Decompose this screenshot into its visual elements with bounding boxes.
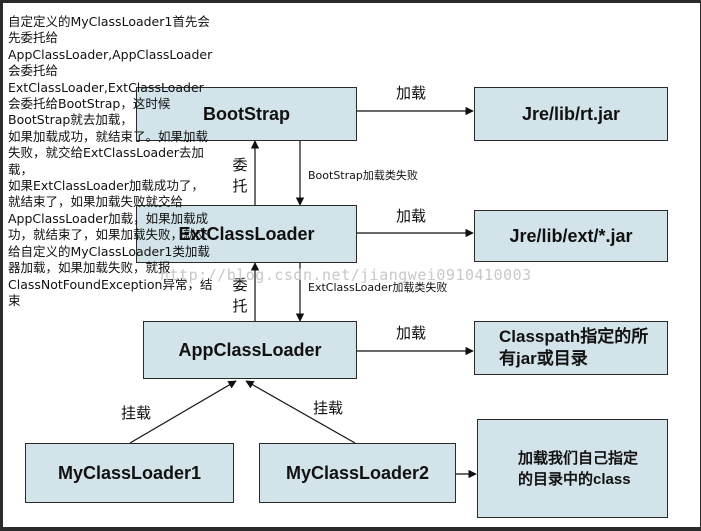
my-classloader2-box: MyClassLoader2 — [259, 443, 456, 503]
classpath-box: Classpath指定的所有jar或目录 — [474, 321, 668, 375]
my-classloader1-box: MyClassLoader1 — [25, 443, 234, 503]
load-label-1: 加载 — [396, 84, 427, 102]
mount-label-1: 挂载 — [121, 404, 152, 422]
frame-top-border — [0, 0, 701, 3]
delegate-label-2: 委托 — [232, 276, 248, 315]
mount-arrow-my2 — [245, 380, 356, 444]
rt-jar-box: Jre/lib/rt.jar — [474, 87, 668, 141]
fail-label-2: ExtClassLoader加载类失败 — [308, 281, 448, 294]
ext-classloader-box: ExtClassLoader — [136, 205, 357, 263]
mount-label-2: 挂载 — [313, 399, 344, 417]
ext-jar-box: Jre/lib/ext/*.jar — [474, 210, 668, 262]
watermark-text: http://blog.csdn.net/jiangwei0910410003 — [160, 266, 532, 284]
app-classloader-box: AppClassLoader — [143, 321, 357, 379]
load-label-3: 加载 — [396, 324, 427, 342]
bootstrap-box: BootStrap — [136, 87, 357, 141]
frame-bottom-border — [0, 527, 701, 531]
fail-label-1: BootStrap加载类失败 — [308, 169, 418, 182]
frame-left-border — [0, 0, 3, 531]
delegate-label-1: 委托 — [232, 156, 248, 195]
custom-dir-box: 加载我们自己指定的目录中的class — [477, 419, 668, 518]
explanation-note: 自定定义的MyClassLoader1首先会先委托给AppClassLoader… — [8, 14, 213, 308]
mount-arrow-my1 — [129, 380, 237, 444]
load-label-2: 加载 — [396, 207, 427, 225]
